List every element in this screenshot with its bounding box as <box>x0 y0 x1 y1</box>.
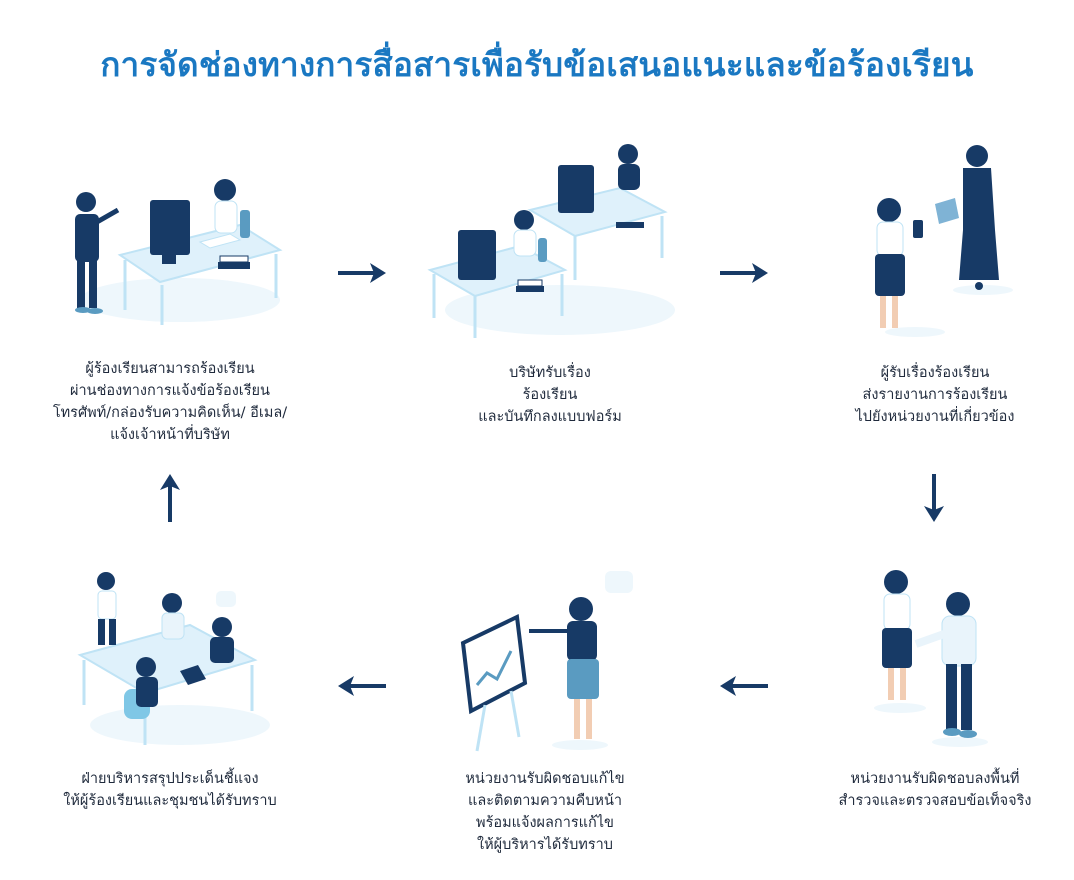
caption-line: ให้ผู้ร้องเรียนและชุมชนได้รับทราบ <box>63 793 277 809</box>
management-meeting-illustration <box>77 572 270 745</box>
caption-line: สำรวจและตรวจสอบข้อเท็จจริง <box>838 793 1032 809</box>
caption-line: พร้อมแจ้งผลการแก้ไข <box>476 815 614 831</box>
caption-line: ผู้ร้องเรียนสามารถร้องเรียน <box>85 361 255 377</box>
caption-line: ผ่านช่องทางการแจ้งข้อร้องเรียน <box>70 383 270 399</box>
step-1-caption: ผู้ร้องเรียนสามารถร้องเรียน ผ่านช่องทางก… <box>40 358 300 446</box>
arrow-up-icon <box>160 474 180 522</box>
caption-line: หน่วยงานรับผิดชอบลงพื้นที่ <box>850 771 1020 787</box>
caption-line: ฝ่ายบริหารสรุปประเด็นชี้แจง <box>81 771 259 787</box>
caption-line: โทรศัพท์/กล่องรับความคิดเห็น/ อีเมล/ <box>52 405 288 421</box>
step-6-caption: ฝ่ายบริหารสรุปประเด็นชี้แจง ให้ผู้ร้องเร… <box>40 768 300 812</box>
caption-line: ร้องเรียน <box>522 387 578 403</box>
caption-line: และบันทึกลงแบบฟอร์ม <box>478 409 622 425</box>
step-4-caption: หน่วยงานรับผิดชอบลงพื้นที่ สำรวจและตรวจส… <box>810 768 1060 812</box>
office-workers-at-computers-illustration <box>427 144 675 338</box>
presenter-with-chart-illustration <box>460 571 633 752</box>
arrow-left-icon <box>720 676 768 696</box>
caption-line: ส่งรายงานการร้องเรียน <box>862 387 1008 403</box>
arrow-left-icon <box>338 676 386 696</box>
caption-line: และติดตามความคืบหน้า <box>467 793 623 809</box>
arrow-right-icon <box>720 263 768 283</box>
caption-line: ผู้รับเรื่องร้องเรียน <box>880 365 990 381</box>
caption-line: หน่วยงานรับผิดชอบแก้ไข <box>465 771 625 787</box>
caption-line: แจ้งเจ้าหน้าที่บริษัท <box>110 427 230 443</box>
arrow-down-icon <box>924 474 944 522</box>
step-3-caption: ผู้รับเรื่องร้องเรียน ส่งรายงานการร้องเร… <box>810 362 1060 428</box>
caption-line: ให้ผู้บริหารได้รับทราบ <box>476 837 613 853</box>
arrow-right-icon <box>338 263 386 283</box>
handshake-site-visit-illustration <box>874 570 988 747</box>
step-2-caption: บริษัทรับเรื่อง ร้องเรียน และบันทึกลงแบบ… <box>420 362 680 428</box>
caption-line: บริษัทรับเรื่อง <box>509 365 591 381</box>
caption-line: ไปยังหน่วยงานที่เกี่ยวข้อง <box>855 409 1015 425</box>
complainant-at-desk-illustration <box>75 179 283 325</box>
step-5-caption: หน่วยงานรับผิดชอบแก้ไข และติดตามความคืบห… <box>420 768 670 856</box>
page-title: การจัดช่องทางการสื่อสารเพื่อรับข้อเสนอแน… <box>100 45 974 84</box>
two-women-reporting-illustration <box>875 145 1013 337</box>
